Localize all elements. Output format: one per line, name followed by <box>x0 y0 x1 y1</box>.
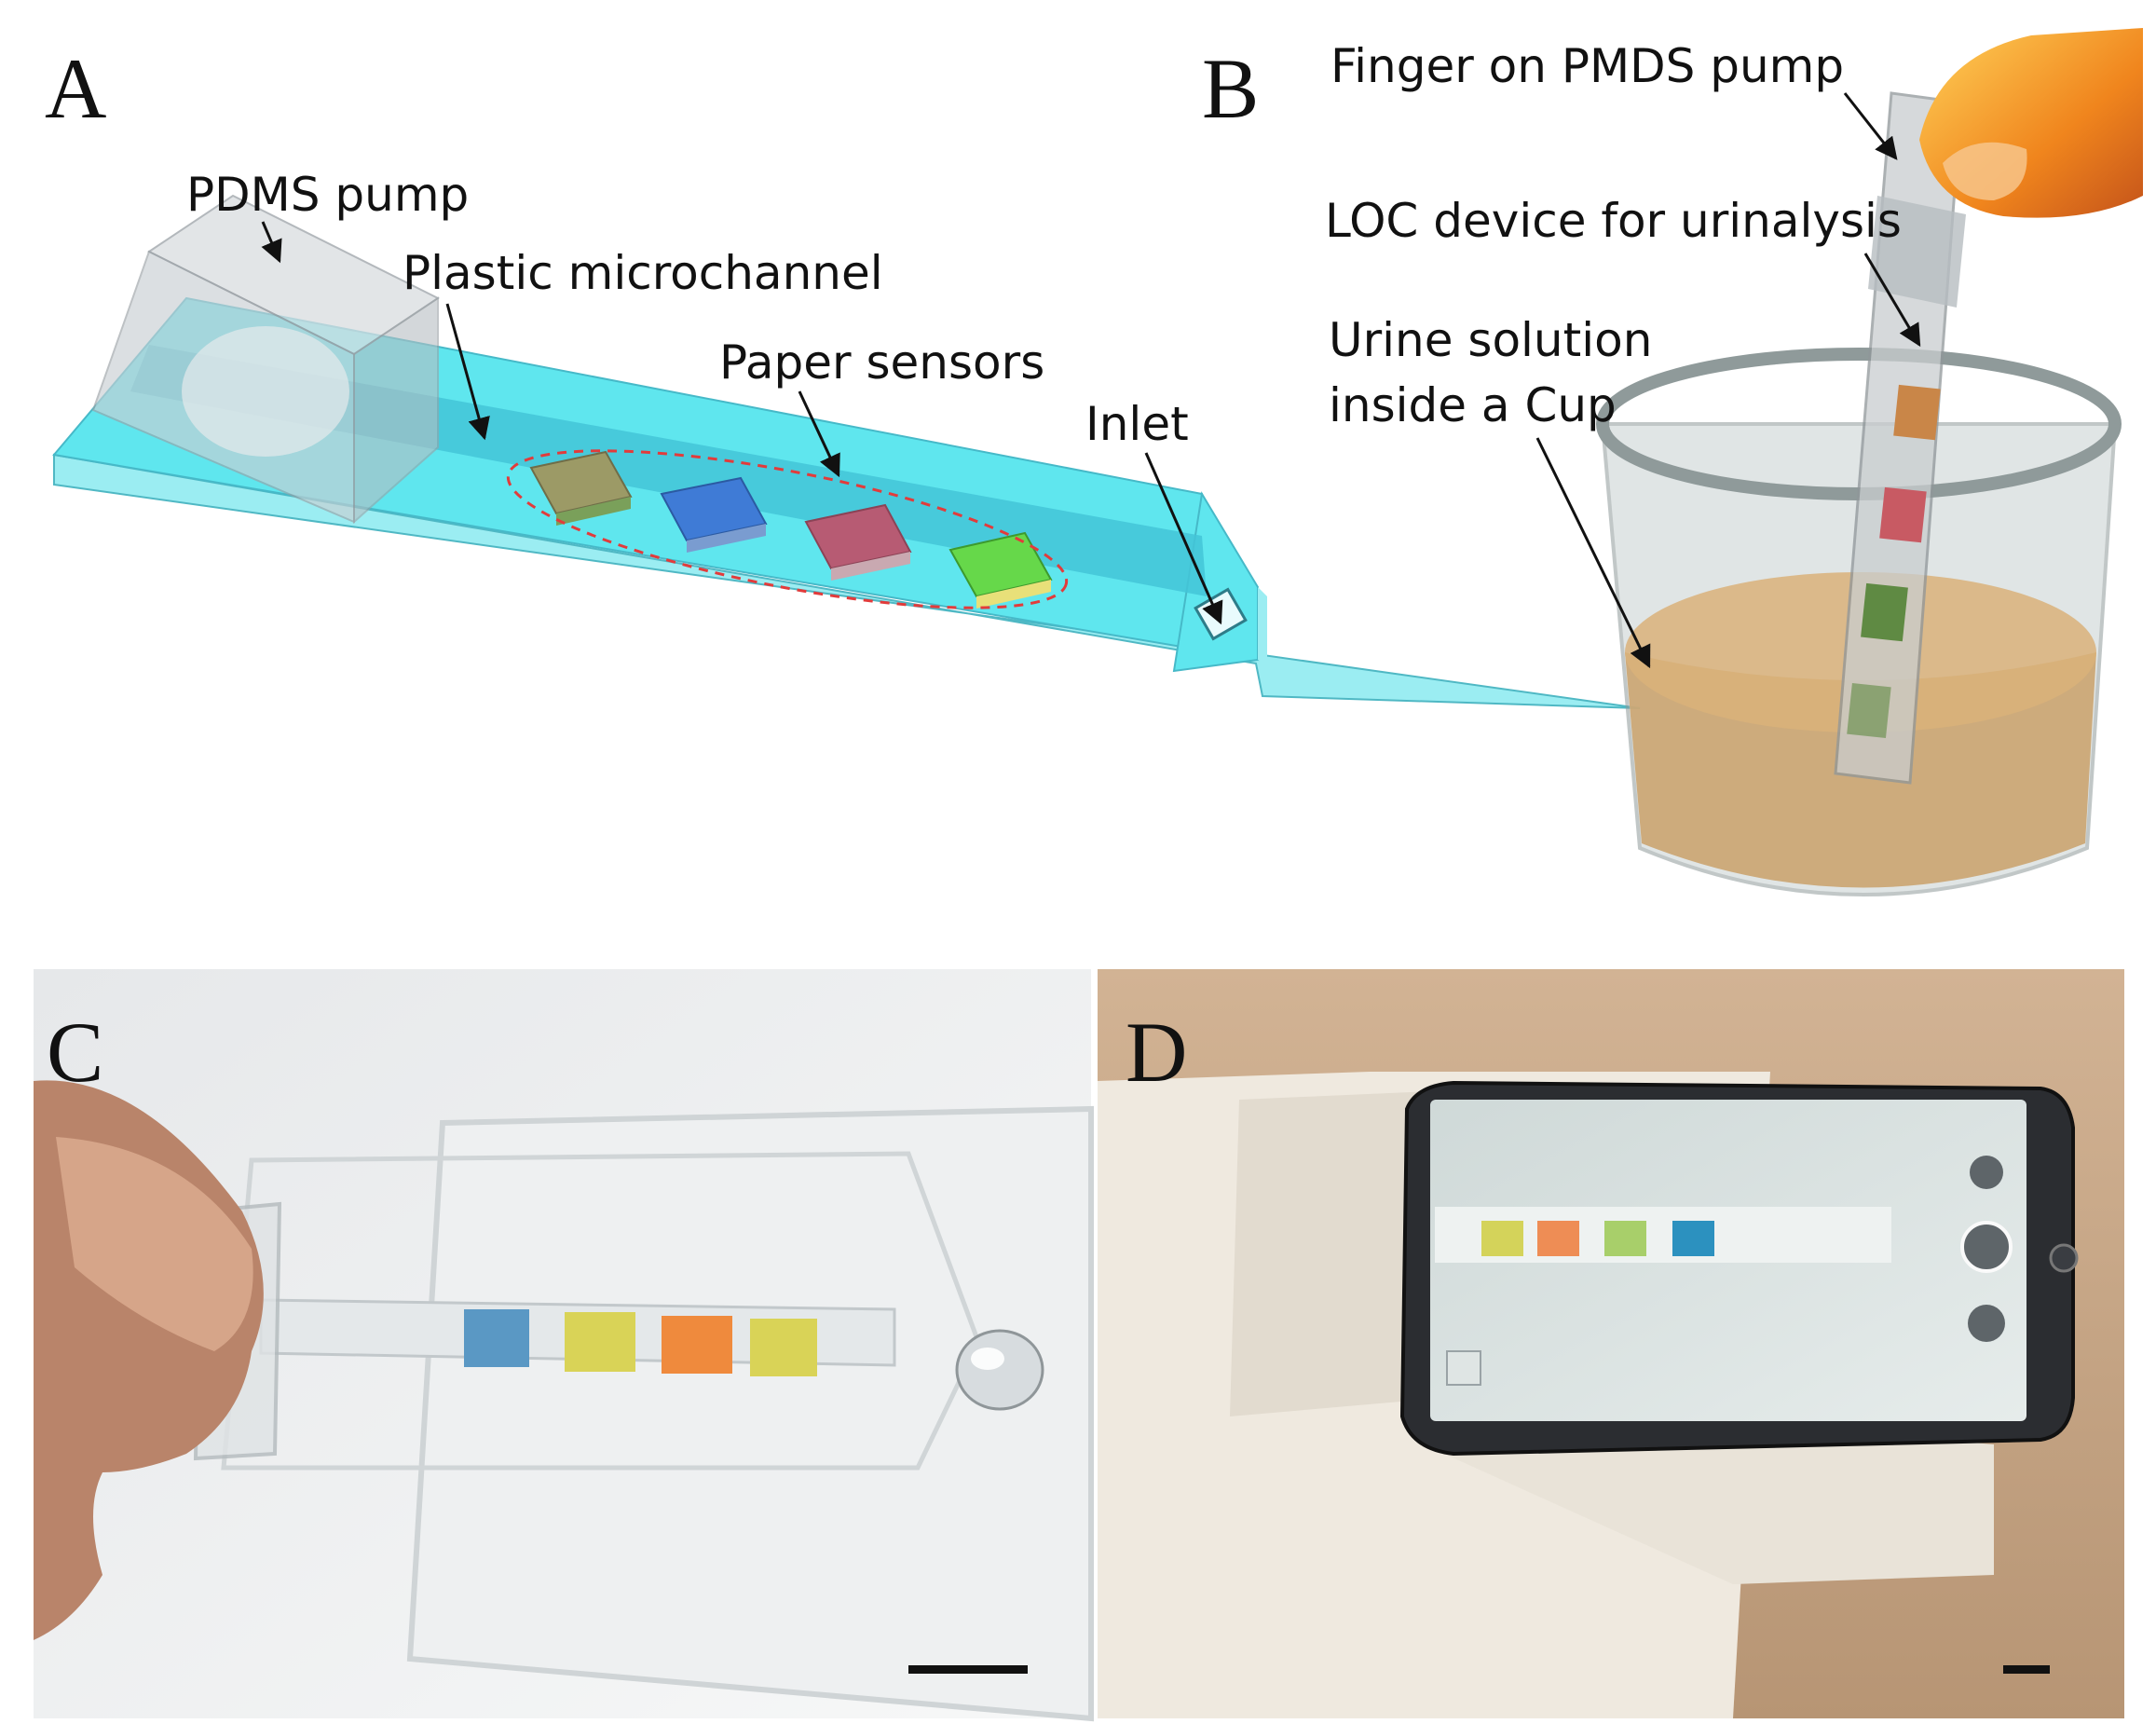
panel-b: B Finger on PMDS pump LOC device for uri… <box>1202 28 2143 896</box>
video-record-icon <box>1970 1156 2003 1189</box>
smartphone <box>1399 1080 2079 1457</box>
paper-sensor <box>804 503 912 581</box>
phone-home-button <box>2049 1243 2079 1273</box>
panel-d: D <box>1098 969 2124 1718</box>
scale-bar <box>2003 1665 2050 1674</box>
paper-sensor <box>660 476 768 553</box>
finger-arrow <box>1843 92 1898 160</box>
chip-tip-edge <box>1258 587 1267 666</box>
microchannel-arrow <box>445 303 490 441</box>
screen-sensor <box>1537 1221 1579 1256</box>
strip-sensor <box>1847 682 1891 739</box>
photo-sensor <box>565 1312 635 1372</box>
pump-bulb <box>182 326 349 457</box>
urine-arrow <box>1535 437 1651 669</box>
pdms-pump-arrow <box>261 221 282 264</box>
thumb <box>56 1137 253 1351</box>
panel-c-letter: C <box>47 1005 103 1100</box>
pdms-pump <box>91 194 440 525</box>
photo-sensor <box>662 1316 732 1374</box>
microchannel-label: Plastic microchannel <box>403 246 883 300</box>
screen-sensor <box>1481 1221 1523 1256</box>
finger <box>1919 28 2143 218</box>
acrylic-plate <box>406 1105 1094 1722</box>
finger-shape <box>1919 28 2143 218</box>
pump-side <box>353 296 439 525</box>
panel-a: A <box>45 41 1641 709</box>
strip-sensor <box>1893 384 1941 441</box>
finger-label: Finger on PMDS pump <box>1330 39 1844 93</box>
device-label: LOC device for urinalysis <box>1325 194 1902 248</box>
gallery-thumbnail <box>1446 1350 1481 1386</box>
paper-sensor <box>948 531 1053 609</box>
urine-label-line1: Urine solution <box>1329 313 1652 367</box>
panel-b-letter: B <box>1202 41 1259 136</box>
strip-pump-block <box>1868 196 1966 308</box>
chip-side-edge <box>53 453 1641 709</box>
paper-sensors-arrow <box>798 390 840 478</box>
inlet-label: Inlet <box>1085 397 1189 451</box>
inlet-arrow <box>1144 452 1223 625</box>
screen-sensor <box>1672 1221 1714 1256</box>
panel-a-letter: A <box>45 41 106 136</box>
fingernail <box>1943 142 2027 200</box>
strip-sensor <box>1879 486 1927 543</box>
urine-label-line2: inside a Cup <box>1329 378 1617 432</box>
strip-sensor <box>1861 582 1908 642</box>
mode-icon <box>1968 1305 2005 1342</box>
pdms-pump-label: PDMS pump <box>186 168 469 222</box>
photo-sensor <box>464 1309 529 1367</box>
camera-shutter-icon <box>1960 1221 2013 1273</box>
droplet-highlight <box>971 1348 1004 1370</box>
screen-sensor <box>1604 1221 1646 1256</box>
sample-droplet <box>955 1329 1044 1411</box>
sensor-group-outline <box>506 449 1069 609</box>
holder-inner <box>1230 1090 1453 1416</box>
paper-sensor <box>529 450 633 526</box>
panel-c: C <box>34 969 1094 1722</box>
device-arrow <box>1863 253 1921 348</box>
scale-bar <box>908 1665 1028 1674</box>
paper-sensors-label: Paper sensors <box>719 335 1044 390</box>
paper-sensors <box>506 449 1069 609</box>
panel-d-letter: D <box>1126 1005 1187 1100</box>
photo-sensor <box>750 1319 817 1376</box>
loc-device-strip <box>1834 91 1966 785</box>
